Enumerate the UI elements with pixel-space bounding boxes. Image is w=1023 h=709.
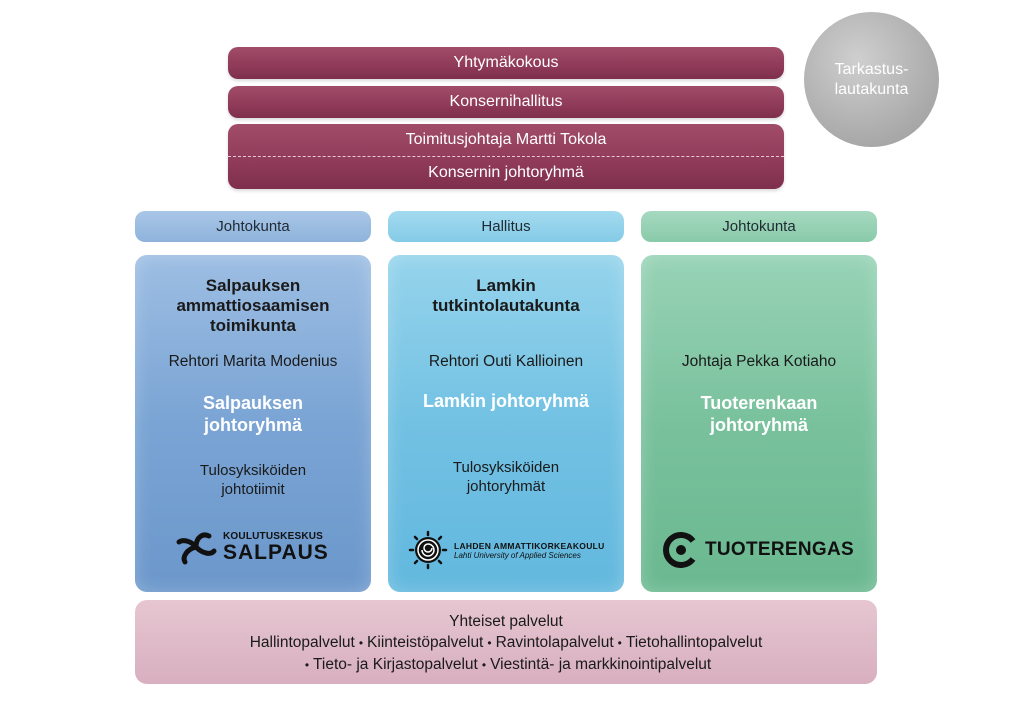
bullet: • bbox=[617, 636, 622, 650]
salpaus-group-2: johtoryhmä bbox=[203, 415, 302, 435]
salpaus-units-1: Tulosyksiköiden bbox=[199, 462, 307, 479]
shared-item-ravintola: Ravintolapalvelut bbox=[495, 634, 614, 651]
tuoterengas-ring-icon bbox=[663, 532, 696, 568]
shared-item-kirjasto: Tieto- ja Kirjastopalvelut bbox=[313, 656, 478, 673]
salpaus-board-label: Johtokunta bbox=[216, 218, 290, 235]
lamk-group-1: Lamkin johtoryhmä bbox=[422, 391, 590, 411]
lamk-board-pill: Hallitus bbox=[388, 211, 624, 242]
tuoterengas-leader: Johtaja Pekka Kotiaho bbox=[681, 353, 837, 370]
shared-services-box: Yhteiset palvelut Hallintopalvelut•Kiint… bbox=[135, 600, 877, 684]
salpaus-logo-main: SALPAUS bbox=[223, 540, 329, 564]
bullet: • bbox=[487, 636, 492, 650]
tuoterengas-board-label: Johtokunta bbox=[722, 218, 796, 235]
shared-services-line1: Hallintopalvelut•Kiinteistöpalvelut•Ravi… bbox=[135, 632, 877, 654]
group-board-bar: Konsernihallitus bbox=[228, 86, 784, 118]
lamk-logo-main: LAHDEN AMMATTIKORKEAKOULU bbox=[454, 540, 605, 551]
salpaus-leader: Rehtori Marita Modenius bbox=[168, 353, 338, 370]
lamk-logo-sub: Lahti University of Applied Sciences bbox=[454, 550, 581, 560]
tuoterengas-group-2: johtoryhmä bbox=[709, 415, 808, 435]
salpaus-heading-2: ammattiosaamisen bbox=[176, 296, 330, 315]
lamk-logo: LAHDEN AMMATTIKORKEAKOULU Lahti Universi… bbox=[408, 530, 605, 570]
salpaus-board-pill: Johtokunta bbox=[135, 211, 371, 242]
salpaus-heading-1: Salpauksen bbox=[205, 276, 301, 295]
salpaus-heading-3: toimikunta bbox=[210, 316, 296, 335]
salpaus-units-2: johtotiimit bbox=[221, 481, 285, 498]
bullet: • bbox=[304, 658, 310, 672]
lamk-sun-icon bbox=[408, 530, 448, 570]
shared-item-kiinteisto: Kiinteistöpalvelut bbox=[367, 634, 484, 651]
ceo-bar: Toimitusjohtaja Martti Tokola Konsernin … bbox=[228, 124, 784, 189]
tuoterengas-board-pill: Johtokunta bbox=[641, 211, 877, 242]
ceo-label: Toimitusjohtaja Martti Tokola bbox=[405, 131, 607, 148]
assembly-bar: Yhtymäkokous bbox=[228, 47, 784, 79]
dashed-divider bbox=[228, 156, 784, 157]
audit-committee-circle: Tarkastus- lautakunta bbox=[804, 12, 939, 147]
tuoterengas-column: Johtaja Pekka Kotiaho Tuoterenkaan johto… bbox=[641, 255, 877, 592]
salpaus-swirl-icon bbox=[176, 532, 217, 565]
bullet: • bbox=[481, 658, 487, 672]
shared-services-title: Yhteiset palvelut bbox=[449, 613, 563, 630]
lamk-board-label: Hallitus bbox=[481, 218, 531, 235]
audit-label-line1: Tarkastus- bbox=[834, 60, 909, 78]
salpaus-logo-top: KOULUTUSKESKUS bbox=[223, 530, 324, 542]
salpaus-group-1: Salpauksen bbox=[202, 393, 304, 413]
tuoterengas-logo-main: TUOTERENGAS bbox=[705, 539, 854, 560]
lamk-leader: Rehtori Outi Kallioinen bbox=[428, 353, 584, 370]
bullet: • bbox=[358, 636, 364, 650]
management-group-label: Konsernin johtoryhmä bbox=[428, 164, 584, 181]
shared-item-tietohallinto: Tietohallintopalvelut bbox=[625, 634, 763, 651]
shared-services-line2: •Tieto- ja Kirjastopalvelut•Viestintä- j… bbox=[135, 654, 877, 676]
lamk-column: Lamkin tutkintolautakunta Rehtori Outi K… bbox=[388, 255, 624, 592]
lamk-heading-2: tutkintolautakunta bbox=[432, 296, 580, 315]
tuoterengas-logo: TUOTERENGAS bbox=[663, 532, 854, 568]
group-board-label: Konsernihallitus bbox=[449, 93, 563, 110]
tuoterengas-group-1: Tuoterenkaan bbox=[700, 393, 818, 413]
audit-label-line2: lautakunta bbox=[834, 80, 909, 98]
shared-item-hallinto: Hallintopalvelut bbox=[249, 634, 355, 651]
salpaus-column: Salpauksen ammattiosaamisen toimikunta R… bbox=[135, 255, 371, 592]
salpaus-logo: KOULUTUSKESKUS SALPAUS bbox=[175, 527, 329, 567]
assembly-label: Yhtymäkokous bbox=[453, 54, 559, 71]
shared-item-viestinta: Viestintä- ja markkinointipalvelut bbox=[490, 656, 712, 673]
lamk-heading-1: Lamkin bbox=[476, 276, 536, 295]
lamk-units-1: Tulosyksiköiden bbox=[452, 459, 560, 476]
lamk-units-2: johtoryhmät bbox=[466, 478, 546, 495]
